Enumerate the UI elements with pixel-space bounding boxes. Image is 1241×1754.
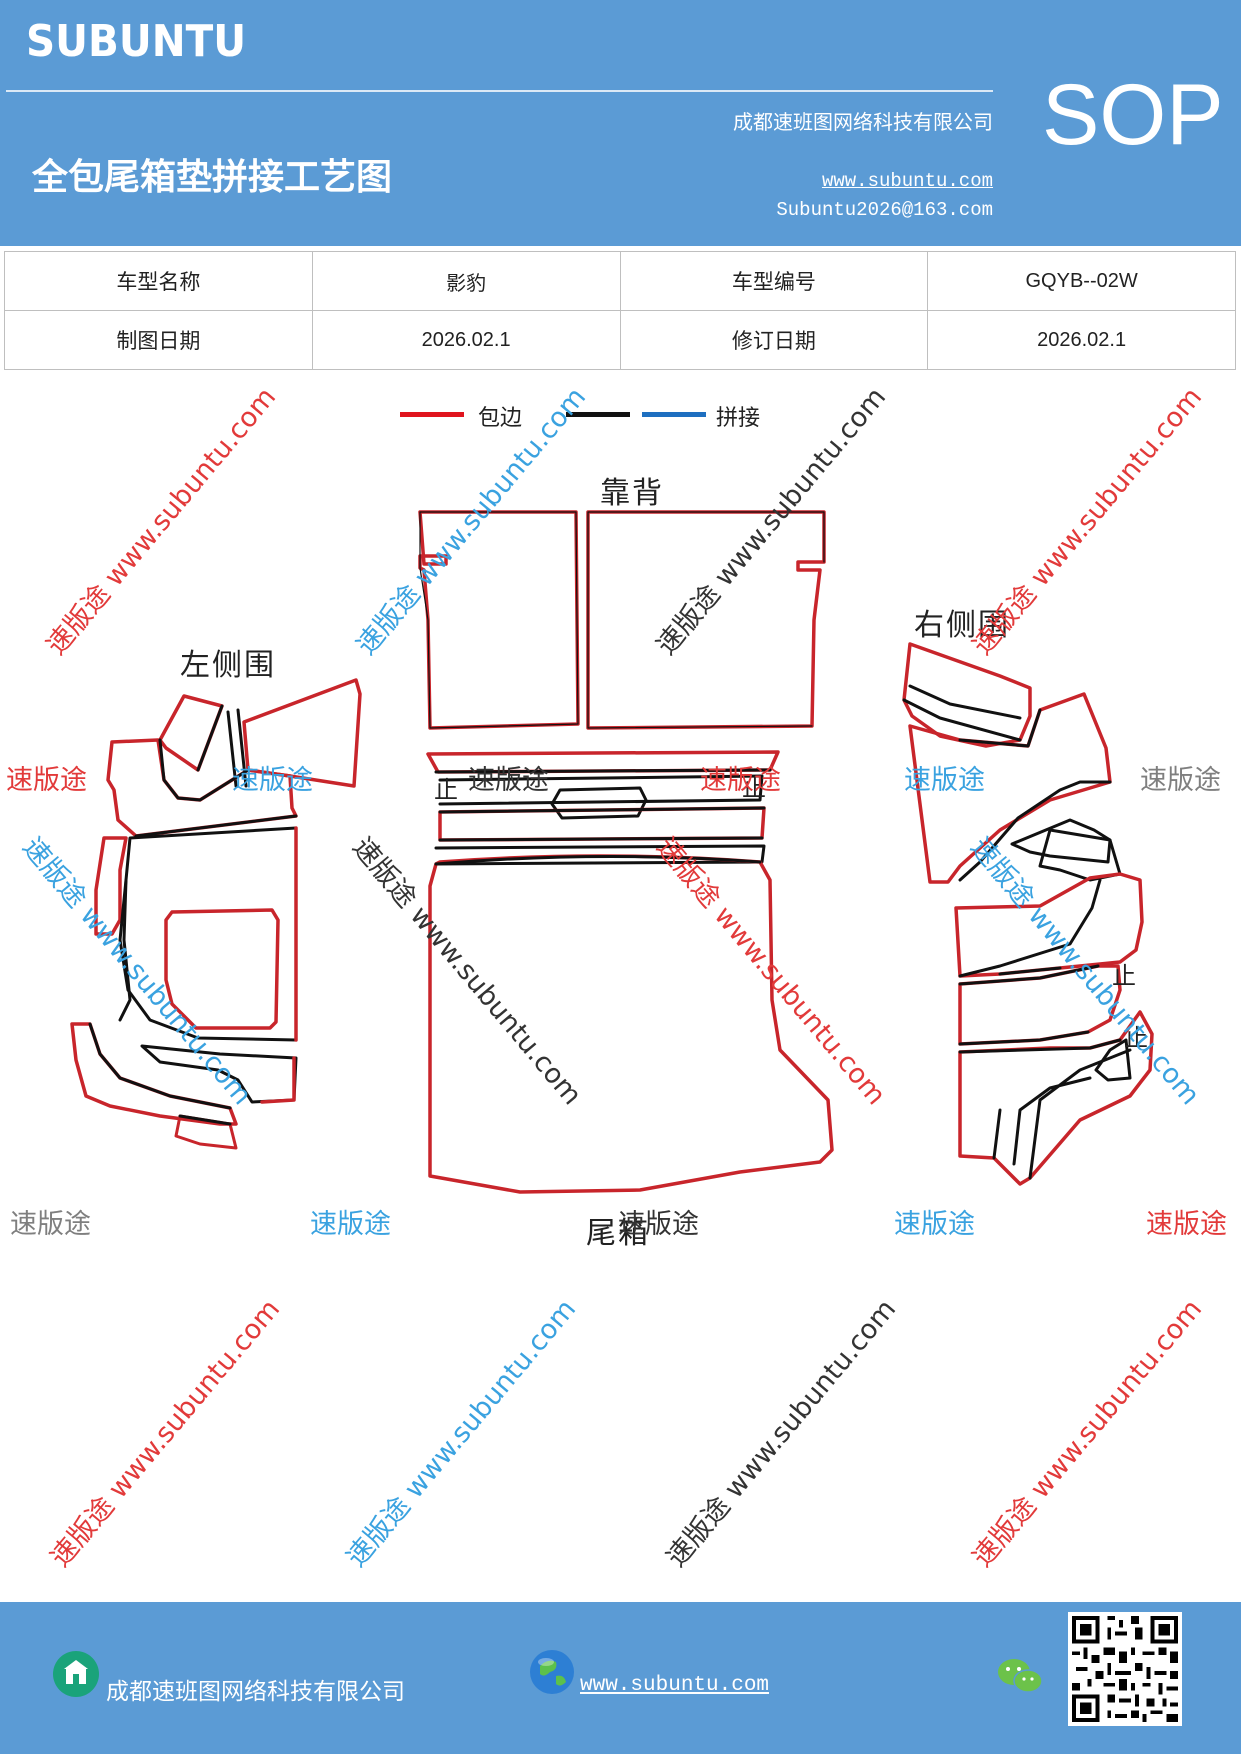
email-address: Subuntu2026@163.com xyxy=(776,199,993,221)
header-banner: SUBUNTU 全包尾箱垫拼接工艺图 成都速班图网络科技有限公司 www.sub… xyxy=(0,0,1241,246)
stop-mark: 止 xyxy=(1112,962,1138,990)
left-lower-panel xyxy=(94,836,128,936)
left-top-panel xyxy=(242,678,362,788)
model-code-value: GQYB--02W xyxy=(927,251,1236,311)
left-side-label: 左侧围 xyxy=(180,648,276,683)
right-side-panels xyxy=(902,642,1154,1186)
backrest-panels xyxy=(418,510,826,730)
sop-badge: SOP xyxy=(1042,67,1224,163)
left-window-cutout xyxy=(164,908,280,1030)
legend-swatch-edge xyxy=(400,412,464,417)
backrest-left-panel xyxy=(418,510,580,730)
right-side-label: 右侧围 xyxy=(914,608,1010,643)
footer-banner: 成都速班图网络科技有限公司 www.subuntu.com xyxy=(0,1602,1241,1754)
draw-date-value: 2026.02.1 xyxy=(311,310,621,370)
brand-logo: SUBUNTU xyxy=(26,16,247,67)
stop-mark: 止 xyxy=(742,774,768,802)
globe-icon xyxy=(530,1650,574,1694)
company-icon xyxy=(53,1651,99,1697)
legend-label-edge: 包边 xyxy=(478,406,523,431)
draw-date-label: 制图日期 xyxy=(4,310,313,370)
footer-company-name: 成都速班图网络科技有限公司 xyxy=(106,1679,405,1705)
document-title: 全包尾箱垫拼接工艺图 xyxy=(32,157,393,198)
table-row: 制图日期 2026.02.1 修订日期 2026.02.1 xyxy=(4,310,1236,370)
trunk-floor-main xyxy=(428,854,834,1194)
backrest-right-panel xyxy=(586,510,826,730)
revision-date-label: 修订日期 xyxy=(619,310,929,370)
trunk-label: 尾箱 xyxy=(586,1216,650,1251)
model-name-value: 影豹 xyxy=(311,251,621,311)
legend-swatch-black xyxy=(566,412,630,417)
legend-label-seam: 拼接 xyxy=(716,406,761,431)
left-side-panels xyxy=(70,678,362,1150)
right-lower-panel xyxy=(954,872,1144,978)
line-legend: 包边 拼接 xyxy=(400,400,800,440)
legend-swatch-seam xyxy=(642,412,706,417)
wechat-icon xyxy=(998,1659,1043,1693)
footer-website-link[interactable]: www.subuntu.com xyxy=(580,1674,770,1697)
trunk-handle xyxy=(550,786,648,820)
trunk-floor-panels xyxy=(426,750,834,1194)
website-link[interactable]: www.subuntu.com xyxy=(821,170,993,192)
right-mid-panel xyxy=(908,692,1112,884)
model-code-label: 车型编号 xyxy=(619,251,929,311)
stop-mark: 止 xyxy=(1124,1024,1150,1052)
company-name: 成都速班图网络科技有限公司 xyxy=(733,110,993,134)
stop-mark: 止 xyxy=(434,776,460,804)
revision-date-value: 2026.02.1 xyxy=(927,310,1236,370)
model-name-label: 车型名称 xyxy=(4,251,313,311)
table-row: 车型名称 影豹 车型编号 GQYB--02W xyxy=(4,251,1236,311)
header-divider xyxy=(6,90,993,92)
backrest-label: 靠背 xyxy=(600,476,664,511)
vehicle-info-table: 车型名称 影豹 车型编号 GQYB--02W 制图日期 2026.02.1 修订… xyxy=(4,251,1236,370)
qr-code xyxy=(1068,1612,1182,1726)
